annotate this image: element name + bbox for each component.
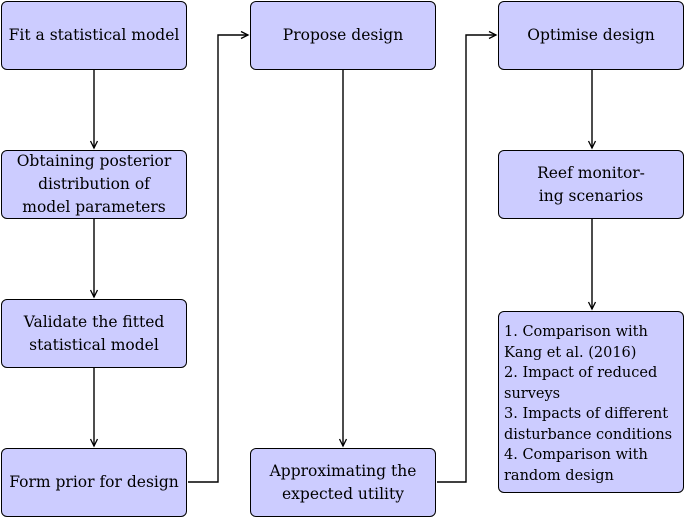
scenario-list-box: 1. Comparison with Kang et al. (2016) 2.… <box>498 311 684 493</box>
reef-scenarios-box: Reef monitor- ing scenarios <box>498 150 684 219</box>
form-prior-label: Form prior for design <box>9 473 179 491</box>
arrow-approx-to-optimise <box>437 30 498 483</box>
validate-label: Validate the fitted statistical model <box>23 312 165 354</box>
optimise-design-label: Optimise design <box>527 26 655 44</box>
optimise-design-box: Optimise design <box>498 1 684 70</box>
form-prior-box: Form prior for design <box>1 448 187 517</box>
reef-scenarios-label: Reef monitor- ing scenarios <box>537 163 645 205</box>
posterior-box: Obtaining posterior distribution of mode… <box>1 150 187 219</box>
propose-design-label: Propose design <box>282 26 404 44</box>
validate-box: Validate the fitted statistical model <box>1 299 187 368</box>
scenario-list-label: 1. Comparison with Kang et al. (2016) 2.… <box>504 324 673 484</box>
approx-utility-box: Approximating the expected utility <box>250 448 436 517</box>
fit-model-box: Fit a statistical model <box>1 1 187 70</box>
fit-model-label: Fit a statistical model <box>8 26 180 44</box>
posterior-label: Obtaining posterior distribution of mode… <box>16 152 172 216</box>
approx-utility-label: Approximating the expected utility <box>269 461 417 503</box>
arrow-prior-to-propose <box>188 30 250 483</box>
propose-design-box: Propose design <box>250 1 436 70</box>
